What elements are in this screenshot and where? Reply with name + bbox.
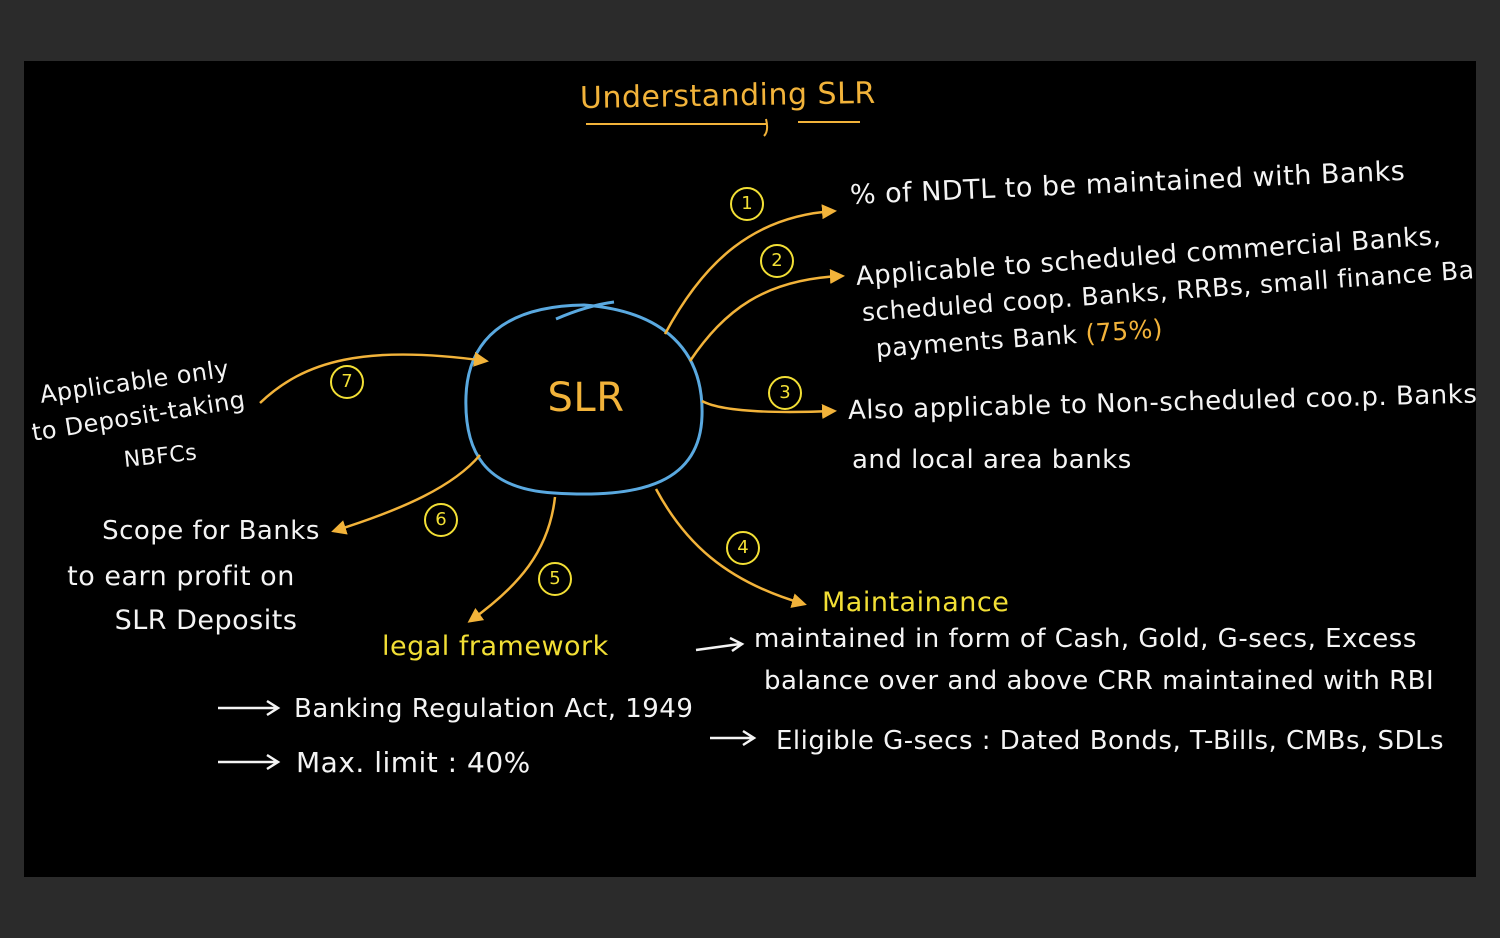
branch-4-point-1-line-2: balance over and above CRR maintained wi…: [764, 666, 1435, 696]
arrow-5: [467, 496, 557, 623]
branch-6-line-1: Scope for Banks: [102, 516, 320, 546]
bullet-arrow-4b: [710, 729, 757, 747]
branch-5-number: 5: [538, 562, 572, 596]
branch-2-line-3-text: payments Bank: [874, 319, 1079, 363]
branch-5-point-1: Banking Regulation Act, 1949: [294, 694, 694, 724]
whiteboard: Understanding SLR SLR 1 % of NDTL to be …: [24, 61, 1476, 877]
branch-4-point-1-line-1: maintained in form of Cash, Gold, G-secs…: [754, 624, 1417, 654]
branch-2-number: 2: [760, 244, 794, 278]
bullet-arrow-5b: [218, 753, 281, 771]
bullet-arrow-5a: [218, 699, 281, 717]
title-underline-1: [586, 123, 766, 125]
title-underline-2: [798, 121, 860, 123]
branch-3-line-2: and local area banks: [852, 445, 1132, 475]
branch-6-line-2: to earn profit on: [67, 561, 295, 592]
branch-2-highlight: (75%): [1084, 313, 1164, 349]
arrow-7: [259, 351, 489, 404]
arrow-1: [663, 204, 837, 335]
arrow-2: [688, 268, 845, 362]
page-title: Understanding SLR: [579, 75, 876, 116]
branch-5-heading: legal framework: [382, 631, 609, 662]
branch-7-line-3: NBFCs: [122, 440, 199, 473]
branch-6-number: 6: [424, 503, 458, 537]
mind-map-arrows: [218, 118, 845, 771]
branch-7-number: 7: [330, 365, 364, 399]
arrow-4: [654, 488, 807, 608]
branch-5-point-2: Max. limit : 40%: [296, 746, 531, 779]
bullet-arrow-4a: [695, 636, 745, 653]
title-underline-tail: [763, 118, 769, 137]
branch-4-number: 4: [726, 531, 760, 565]
center-label: SLR: [547, 375, 625, 421]
branch-4-heading: Maintainance: [822, 587, 1010, 618]
branch-4-point-2: Eligible G-secs : Dated Bonds, T-Bills, …: [776, 726, 1445, 756]
arrow-3: [701, 399, 837, 419]
branch-3-number: 3: [768, 376, 802, 410]
branch-1-number: 1: [730, 187, 764, 221]
slr-circle-overlap: [555, 300, 615, 321]
branch-6-line-3: SLR Deposits: [114, 605, 298, 636]
arrow-6: [331, 454, 481, 535]
